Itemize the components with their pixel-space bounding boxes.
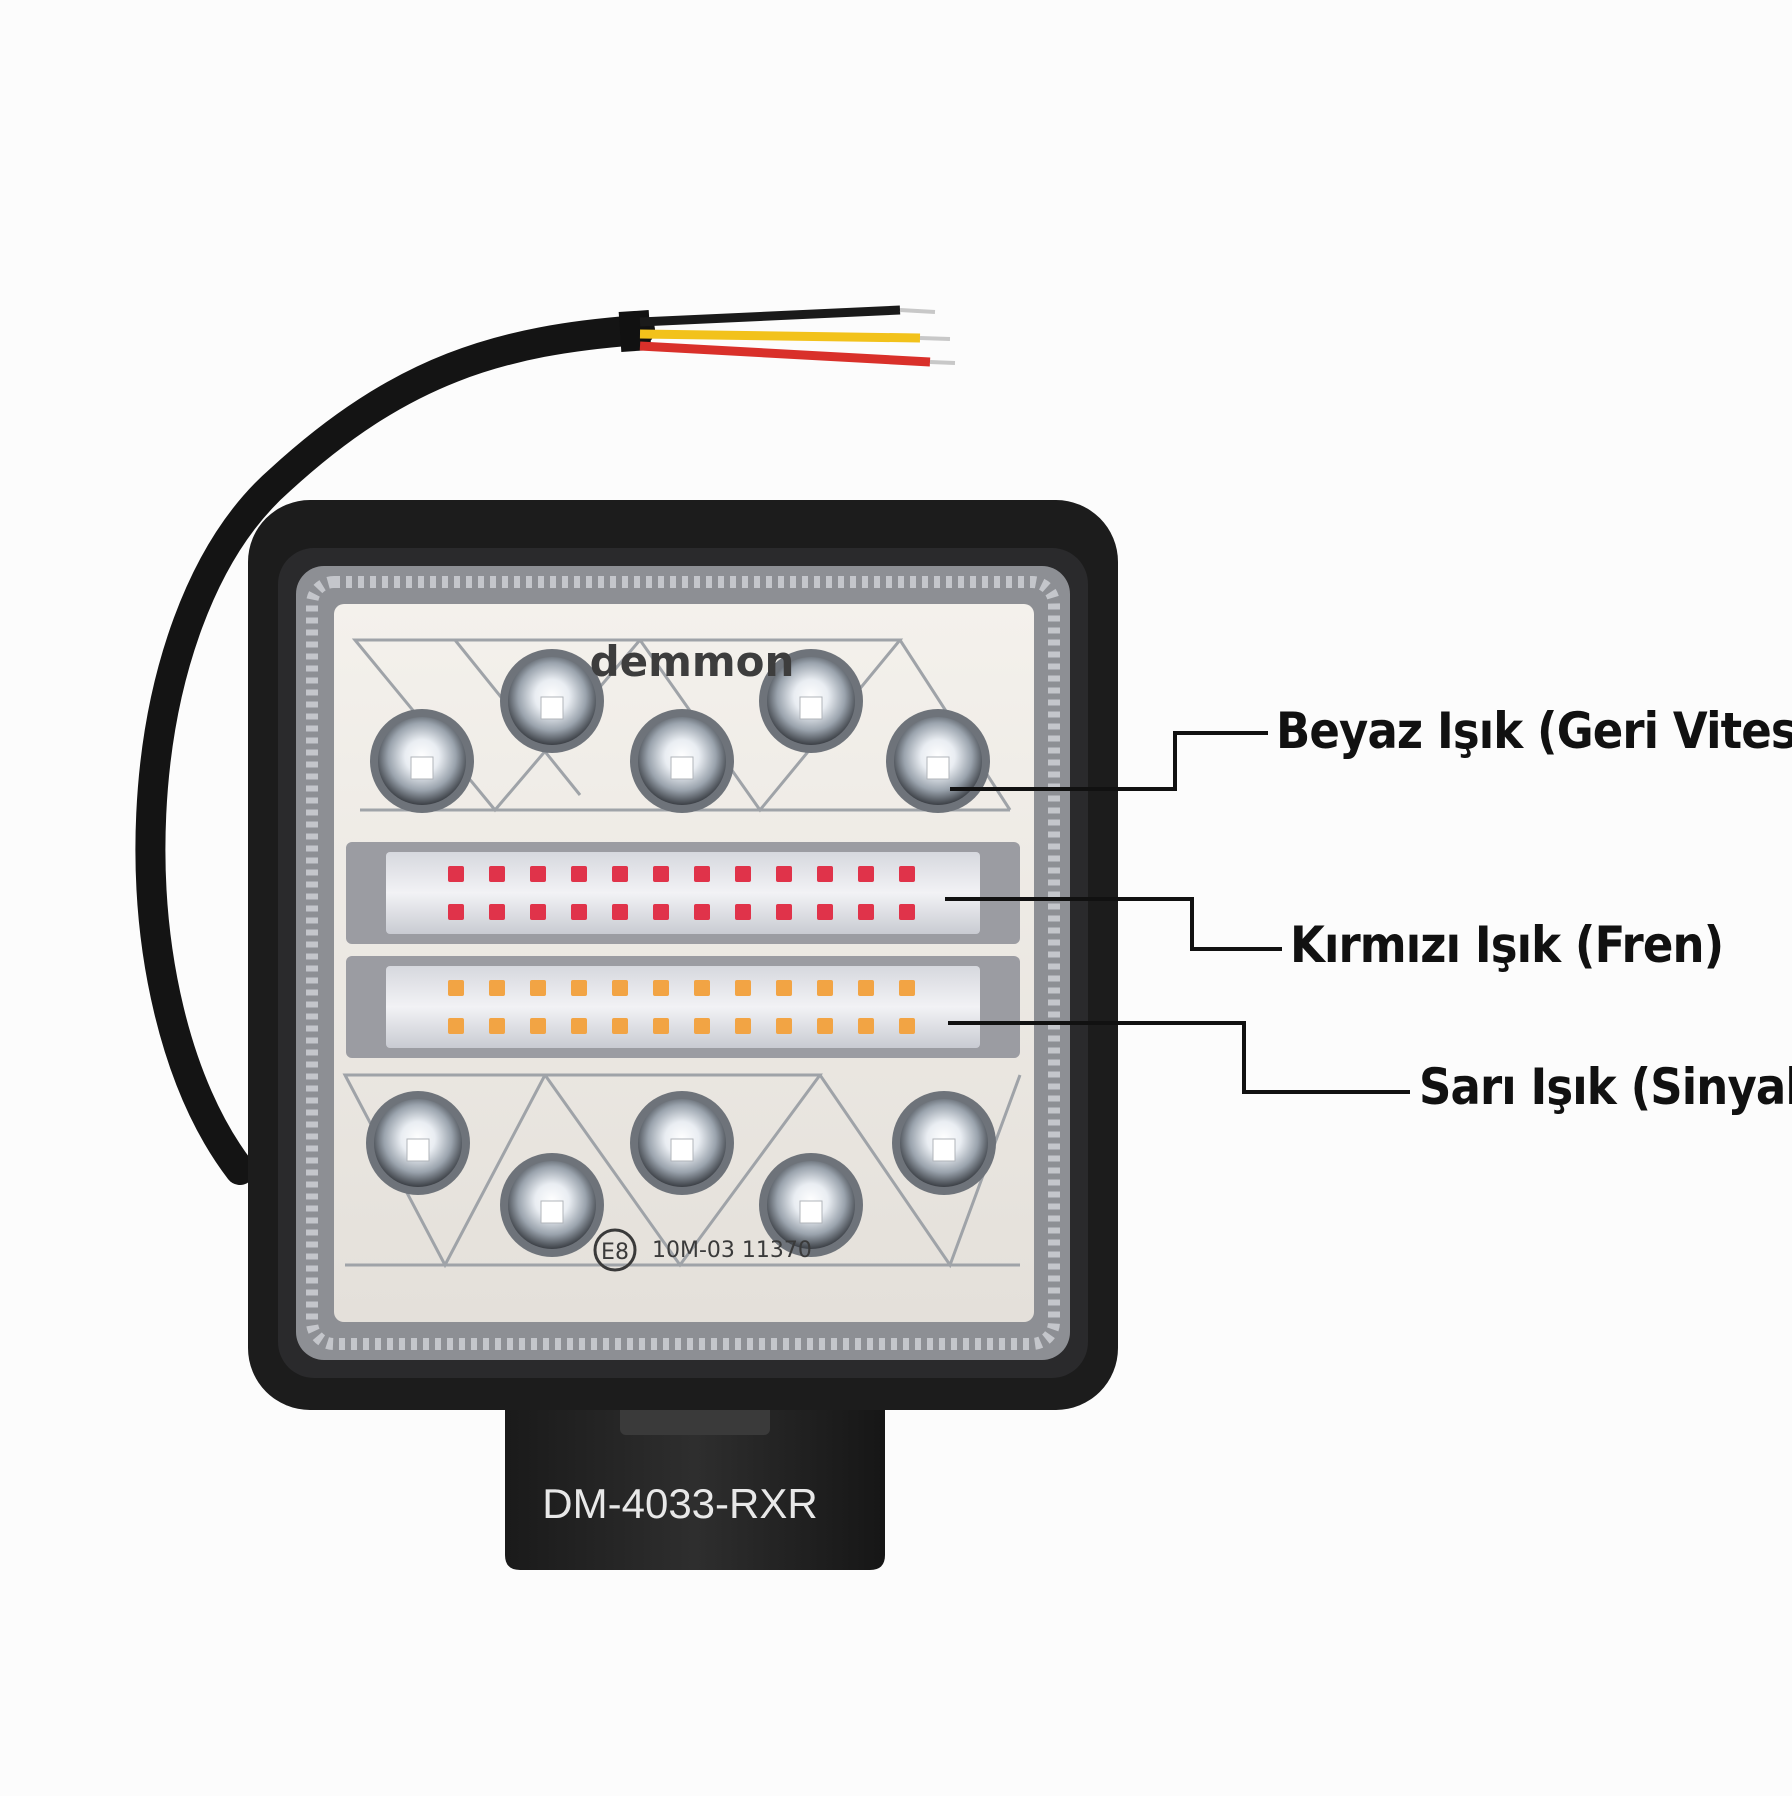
white-led-row-top [370, 649, 990, 813]
white-light-callout: Beyaz Işık (Geri Vites) [1276, 702, 1792, 760]
smd-led [571, 1018, 587, 1034]
smd-led [694, 1018, 710, 1034]
smd-led [653, 904, 669, 920]
smd-led [653, 866, 669, 882]
smd-led [776, 1018, 792, 1034]
red-leader-line [945, 897, 1282, 951]
smd-led [694, 904, 710, 920]
white-leader-line [950, 731, 1268, 791]
smd-led [489, 866, 505, 882]
smd-led [899, 980, 915, 996]
white-led [759, 1153, 863, 1257]
smd-led [571, 904, 587, 920]
callout-leader-lines [945, 731, 1410, 1094]
yellow-light-callout: Sarı Işık (Sinyal) [1419, 1058, 1792, 1116]
white-led [500, 1153, 604, 1257]
white-led [370, 709, 474, 813]
smd-led [489, 1018, 505, 1034]
amber-leader-line [948, 1021, 1410, 1094]
smd-led [735, 980, 751, 996]
smd-led [899, 1018, 915, 1034]
smd-led [448, 1018, 464, 1034]
smd-led [858, 1018, 874, 1034]
power-cable [135, 315, 655, 1185]
yellow-wire [639, 329, 921, 343]
smd-led [612, 904, 628, 920]
smd-led [735, 904, 751, 920]
smd-led [899, 904, 915, 920]
amber-signal-led-grid [448, 980, 915, 1034]
smd-led [899, 866, 915, 882]
smd-led [776, 980, 792, 996]
red-brake-led-grid [448, 866, 915, 920]
black-wire [639, 305, 901, 327]
smd-led [530, 904, 546, 920]
white-led [892, 1091, 996, 1195]
smd-led [571, 866, 587, 882]
white-led [886, 709, 990, 813]
smd-led [489, 980, 505, 996]
smd-led [530, 980, 546, 996]
red-led-strip [386, 852, 980, 934]
smd-led [817, 866, 833, 882]
smd-led [489, 904, 505, 920]
smd-led [653, 980, 669, 996]
smd-led [858, 904, 874, 920]
smd-led [776, 904, 792, 920]
smd-led [817, 980, 833, 996]
smd-led [448, 904, 464, 920]
mounting-bracket [505, 1380, 885, 1570]
smd-led [694, 980, 710, 996]
smd-led [817, 904, 833, 920]
smd-led [817, 1018, 833, 1034]
smd-led [530, 1018, 546, 1034]
certification-code: 10M-03 11370 [652, 1238, 812, 1263]
amber-led-strip [386, 966, 980, 1048]
brand-logo: demmon [590, 637, 795, 686]
smd-led [612, 866, 628, 882]
smd-led [530, 866, 546, 882]
red-light-callout: Kırmızı Işık (Fren) [1290, 916, 1724, 974]
smd-led [776, 866, 792, 882]
smd-led [571, 980, 587, 996]
wire-tips [899, 308, 956, 365]
smd-led [858, 980, 874, 996]
white-led [500, 649, 604, 753]
smd-led [612, 1018, 628, 1034]
white-led [759, 649, 863, 753]
smd-led [448, 980, 464, 996]
smd-led [858, 866, 874, 882]
white-led [366, 1091, 470, 1195]
white-led [630, 1091, 734, 1195]
e-mark: E8 [601, 1240, 629, 1265]
smd-led [735, 1018, 751, 1034]
smd-led [612, 980, 628, 996]
red-wire [639, 341, 931, 367]
smd-led [694, 866, 710, 882]
e-mark-circle [593, 1228, 637, 1272]
smd-led [448, 866, 464, 882]
smd-led [653, 1018, 669, 1034]
smd-led [735, 866, 751, 882]
white-led-row-bottom [366, 1091, 996, 1257]
white-led [630, 709, 734, 813]
model-number: DM-4033-RXR [542, 1480, 817, 1527]
